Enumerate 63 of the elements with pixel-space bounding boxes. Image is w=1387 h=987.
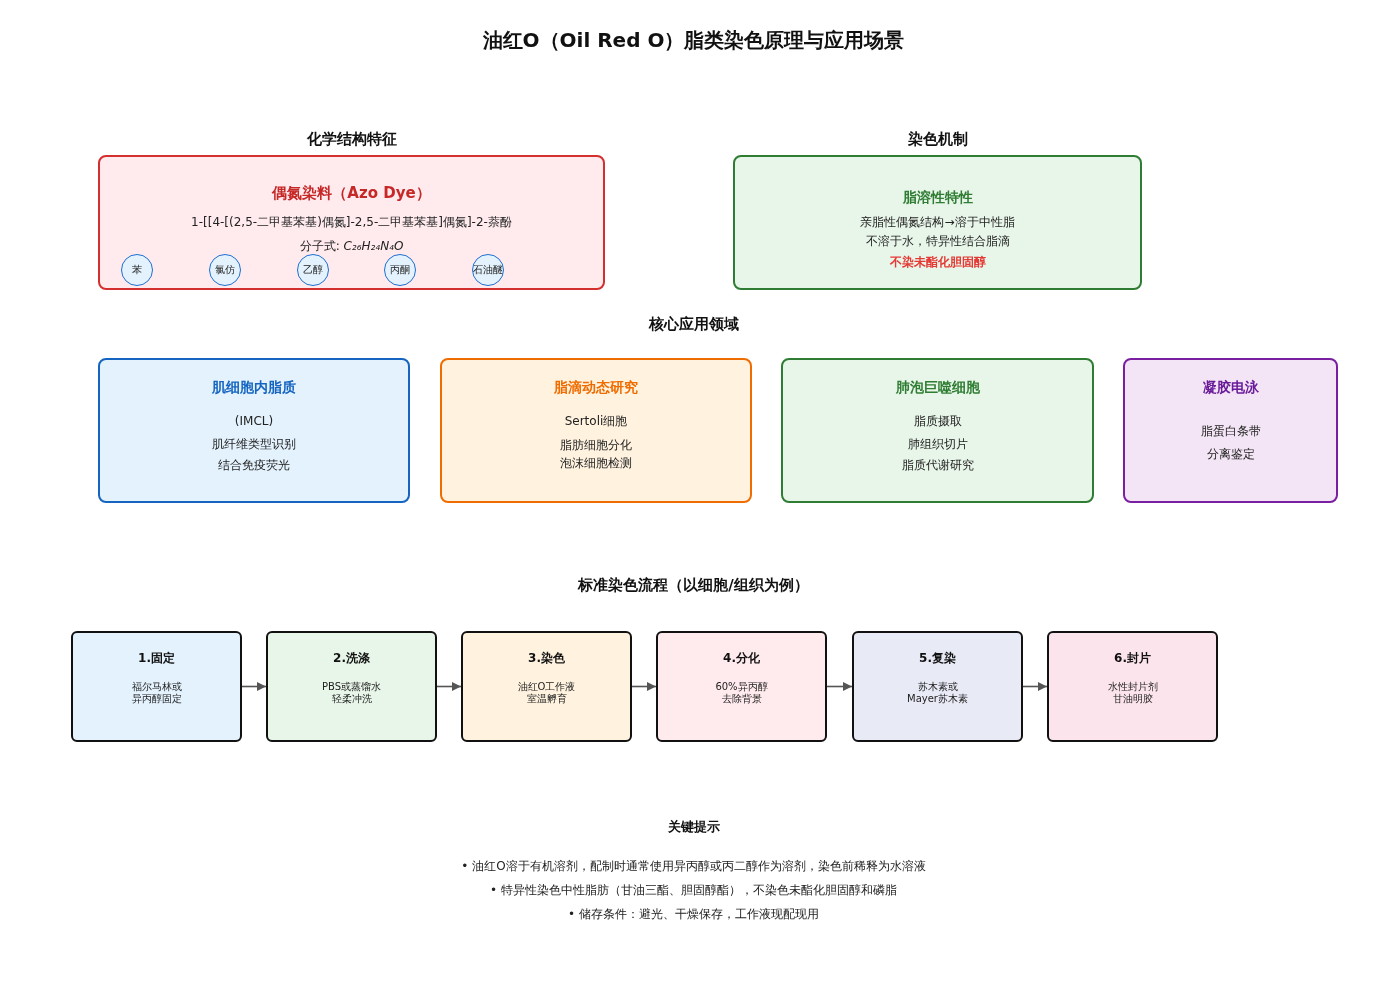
circle-label: 石油醚 <box>473 264 503 276</box>
section-heading: 染色机制 <box>907 130 968 148</box>
body-text: 肌纤维类型识别 <box>212 436 296 452</box>
section-heading: 关键提示 <box>667 819 720 835</box>
step-description: 福尔马林或异丙醇固定 <box>130 681 183 705</box>
card-title: 肺泡巨噬细胞 <box>895 378 980 396</box>
step-title: 2.洗涤 <box>333 650 370 666</box>
body-text: (IMCL) <box>234 413 274 429</box>
body-text: Sertoli细胞 <box>564 413 628 429</box>
step-description: 60%异丙醇去除背景 <box>714 681 769 705</box>
arrow <box>631 682 657 691</box>
bullet-text: • 特异性染色中性脂肪（甘油三酯、胆固醇酯），不染色未酯化胆固醇和磷脂 <box>490 882 897 898</box>
step-box <box>461 631 632 742</box>
step-box <box>1047 631 1218 742</box>
body-text: 脂质代谢研究 <box>901 457 974 473</box>
step-title: 1.固定 <box>138 650 175 666</box>
step-box <box>266 631 437 742</box>
card-title: 凝胶电泳 <box>1202 378 1259 396</box>
card-title: 肌细胞内脂质 <box>212 378 296 396</box>
arrow <box>436 682 462 691</box>
body-text: 脂质摄取 <box>913 413 962 429</box>
step-box <box>852 631 1023 742</box>
highlight-text: 不染未酯化胆固醇 <box>889 254 986 270</box>
body-text: 亲脂性偶氮结构→溶于中性脂 <box>860 214 1015 230</box>
section-heading: 标准染色流程（以细胞/组织为例） <box>578 576 809 594</box>
body-text: 泡沫细胞检测 <box>560 455 632 471</box>
panel-title: 偶氮染料（Azo Dye） <box>272 184 431 202</box>
circle-label: 苯 <box>132 264 142 276</box>
section-heading: 核心应用领域 <box>648 315 739 333</box>
card-title: 脂滴动态研究 <box>554 378 638 396</box>
bullet-text: • 储存条件：避光、干燥保存，工作液现配现用 <box>568 906 819 922</box>
circle-label: 丙酮 <box>390 264 410 276</box>
application-card <box>98 358 410 503</box>
arrow <box>1022 682 1048 691</box>
bullet-text: • 油红O溶于有机溶剂，配制时通常使用异丙醇或丙二醇作为溶剂，染色前稀释为水溶液 <box>461 858 926 874</box>
page-title: 油红O（Oil Red O）脂类染色原理与应用场景 <box>482 28 905 52</box>
circle-label: 乙醇 <box>303 264 323 276</box>
chemical-name: 1-[[4-[(2,5-二甲基苯基)偶氮]-2,5-二甲基苯基]偶氮]-2-萘酚 <box>191 214 512 230</box>
step-title: 5.复染 <box>919 650 956 666</box>
body-text: 分离鉴定 <box>1206 446 1255 462</box>
step-title: 4.分化 <box>723 650 760 666</box>
panel-title: 脂溶性特性 <box>902 188 973 206</box>
step-box <box>656 631 827 742</box>
arrow <box>826 682 853 691</box>
step-title: 6.封片 <box>1114 650 1151 666</box>
body-text: 脂蛋白条带 <box>1200 423 1261 439</box>
step-description: PBS或蒸馏水轻柔冲洗 <box>320 681 383 705</box>
arrow <box>241 682 267 691</box>
step-description: 油红O工作液室温孵育 <box>516 681 577 705</box>
application-card <box>781 358 1094 503</box>
step-description: 苏木素或Mayer苏木素 <box>906 681 969 705</box>
body-text: 肺组织切片 <box>907 436 968 452</box>
application-card <box>440 358 752 503</box>
step-title: 3.染色 <box>528 650 565 666</box>
section-heading: 化学结构特征 <box>306 130 397 148</box>
molecular-formula: 分子式: C₂₆H₂₄N₄O <box>299 238 404 254</box>
body-text: 结合免疫荧光 <box>218 457 290 473</box>
circle-label: 氯仿 <box>215 264 235 276</box>
body-text: 脂肪细胞分化 <box>560 437 632 453</box>
body-text: 不溶于水，特异性结合脂滴 <box>865 233 1010 249</box>
step-description: 水性封片剂甘油明胶 <box>1106 681 1159 705</box>
application-card <box>1123 358 1338 503</box>
step-box <box>71 631 242 742</box>
